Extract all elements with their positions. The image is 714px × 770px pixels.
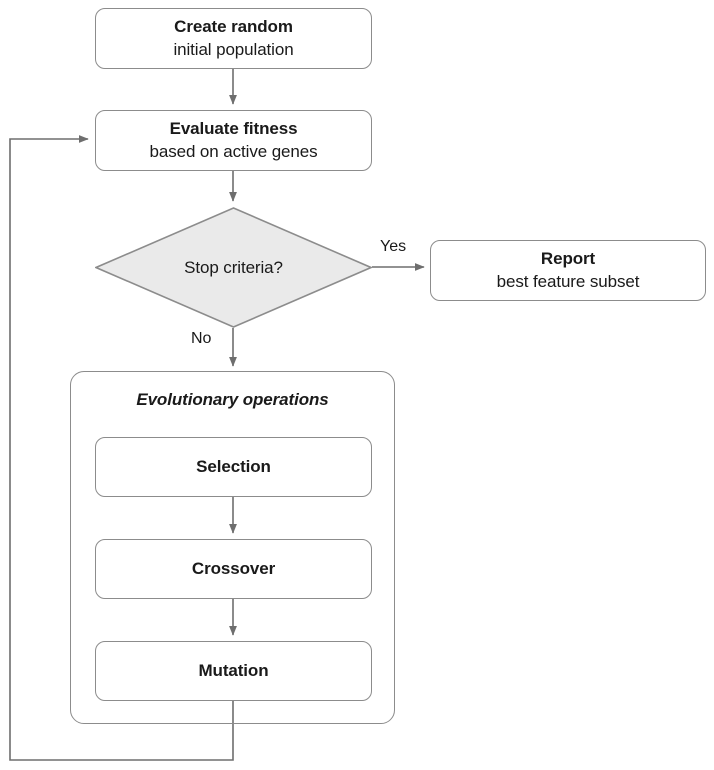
node-selection-label: Selection	[196, 456, 271, 476]
edge-label-yes: Yes	[378, 238, 409, 256]
node-selection[interactable]: Selection	[95, 437, 372, 497]
node-stop-criteria-decision[interactable]: Stop criteria?	[95, 207, 372, 328]
node-create-line2: initial population	[173, 39, 294, 59]
node-crossover[interactable]: Crossover	[95, 539, 372, 599]
node-decision-label: Stop criteria?	[184, 257, 283, 277]
group-evolutionary-title: Evolutionary operations	[136, 390, 329, 409]
node-crossover-label: Crossover	[191, 558, 276, 578]
node-mutation[interactable]: Mutation	[95, 641, 372, 701]
node-report-line1: Report	[540, 249, 596, 269]
group-evolutionary-operations: Evolutionary operations	[70, 371, 395, 724]
node-evaluate-fitness[interactable]: Evaluate fitness based on active genes	[95, 110, 372, 171]
node-create-initial-population[interactable]: Create random initial population	[95, 8, 372, 69]
node-create-line1: Create random	[174, 17, 293, 37]
node-evaluate-line1: Evaluate fitness	[169, 119, 298, 139]
node-mutation-label: Mutation	[198, 660, 269, 680]
diamond-shape	[95, 207, 372, 328]
node-report-best-feature-subset[interactable]: Report best feature subset	[430, 240, 706, 301]
edge-label-no: No	[189, 330, 214, 348]
node-evaluate-line2: based on active genes	[149, 141, 318, 161]
node-report-line2: best feature subset	[496, 271, 640, 291]
